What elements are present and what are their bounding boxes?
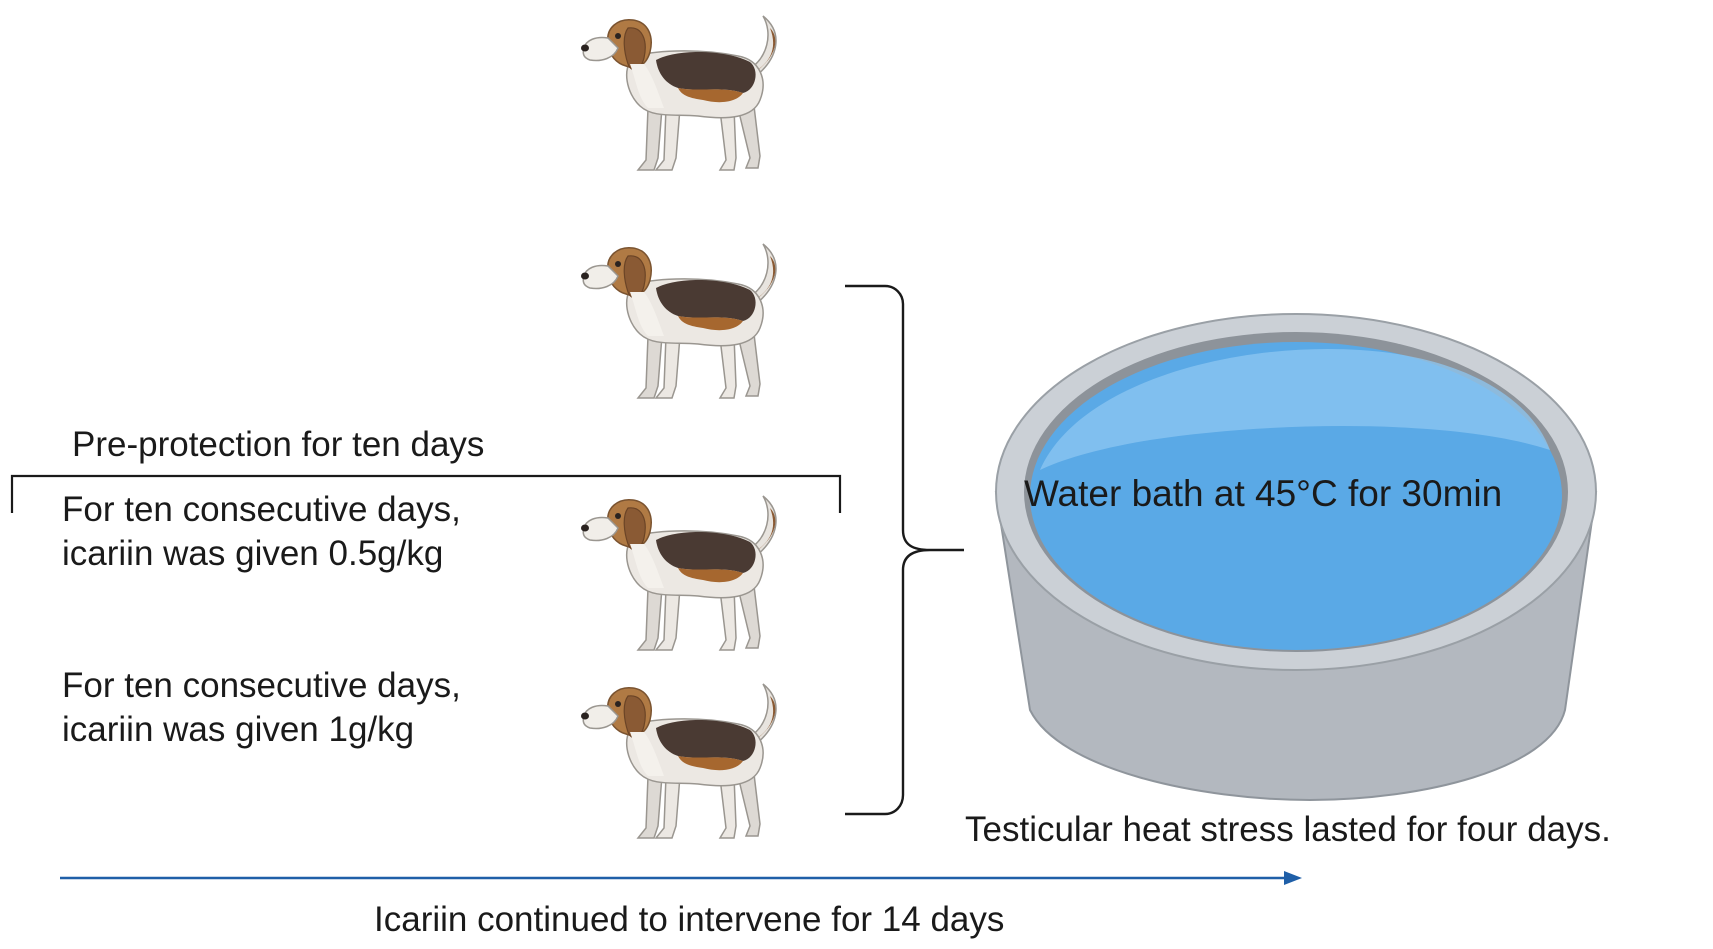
dog-icon-1 <box>580 15 777 171</box>
timeline-label: Icariin continued to intervene for 14 da… <box>374 900 1005 939</box>
dog-icon-3 <box>580 495 777 651</box>
water-bath-tub-icon <box>994 313 1598 802</box>
group-high-dose-line1: For ten consecutive days, <box>62 666 461 705</box>
dog-icon-4 <box>580 683 777 839</box>
pre-protection-label: Pre-protection for ten days <box>72 425 485 464</box>
group-low-dose-line2: icariin was given 0.5g/kg <box>62 534 444 573</box>
heat-stress-label: Testicular heat stress lasted for four d… <box>965 810 1611 849</box>
water-bath-label: Water bath at 45°C for 30min <box>1024 473 1503 514</box>
timeline-arrowhead <box>1284 871 1302 885</box>
dog-icon-2 <box>580 243 777 399</box>
group-high-dose-line2: icariin was given 1g/kg <box>62 710 415 749</box>
group-low-dose-line1: For ten consecutive days, <box>62 490 461 529</box>
pre-protection-bracket <box>10 474 842 513</box>
group-brace <box>845 284 964 816</box>
